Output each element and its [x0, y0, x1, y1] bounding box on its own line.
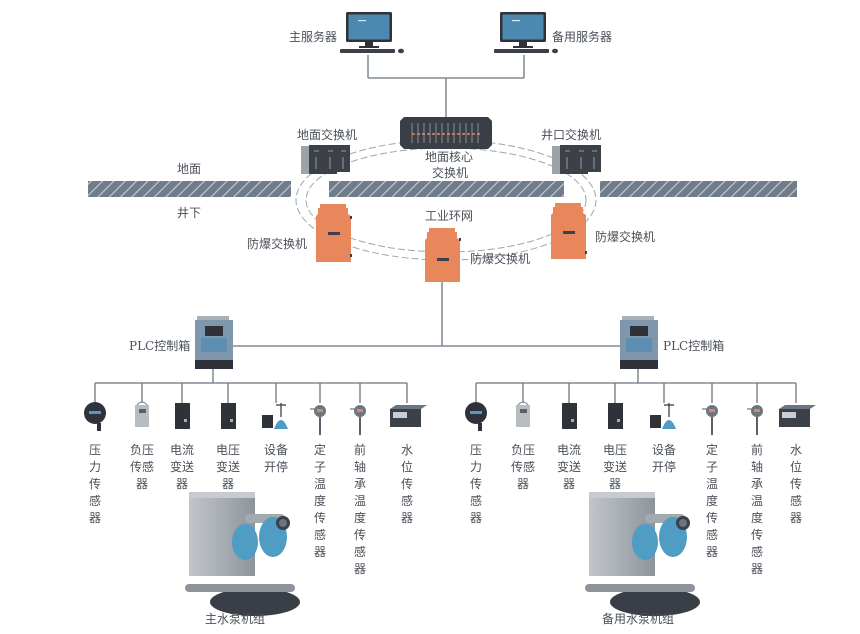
main-pump-unit-label: 主水泵机组 [205, 612, 266, 626]
equipment-on-off-sensor-icon[interactable] [262, 403, 288, 429]
plc-trunk-lines [232, 282, 626, 347]
main-server-icon[interactable] [340, 12, 404, 54]
device-label: 压力传感器 [469, 443, 482, 525]
device-label: 电压变送器 [602, 443, 627, 491]
backup-server-icon[interactable] [494, 12, 558, 54]
negative-pressure-sensor-icon[interactable] [135, 401, 149, 427]
device-label: 水位传感器 [789, 443, 802, 525]
equipment-on-off-sensor-icon[interactable] [650, 403, 676, 429]
device-label: 负压传感器 [510, 443, 535, 491]
water-level-sensor-icon[interactable] [390, 405, 427, 427]
plc-control-box-right-icon[interactable] [620, 316, 658, 369]
devices-main-unit [84, 401, 427, 435]
device-label: 设备开停 [263, 443, 288, 474]
explosion-proof-switch-left-label: 防爆交换机 [247, 237, 308, 251]
water-level-sensor-icon[interactable] [779, 405, 816, 427]
core-switch-label-line1: 地面核心 [425, 150, 474, 164]
devices-backup-unit [465, 401, 816, 435]
bearing-temperature-sensor-icon[interactable] [747, 405, 763, 435]
device-label: 水位传感器 [400, 443, 413, 525]
underground-label: 井下 [177, 206, 202, 220]
backup-pump-unit-label: 备用水泵机组 [602, 612, 675, 626]
negative-pressure-sensor-icon[interactable] [516, 401, 530, 427]
main-pump-unit-icon[interactable] [185, 492, 300, 616]
plc-box-right-label: PLC控制箱 [663, 339, 725, 353]
device-bus-main [94, 369, 408, 403]
current-transmitter-icon[interactable] [175, 403, 190, 429]
device-bus-backup [475, 369, 797, 403]
device-label: 设备开停 [651, 443, 676, 474]
device-label: 前轴承温度传感器 [353, 443, 366, 576]
current-transmitter-icon[interactable] [562, 403, 577, 429]
server-link-lines [367, 55, 525, 118]
device-label: 电流变送器 [169, 443, 194, 491]
device-label: 负压传感器 [129, 443, 154, 491]
backup-pump-unit-icon[interactable] [585, 492, 700, 616]
explosion-proof-switch-center-label: 防爆交换机 [470, 252, 531, 266]
main-server-label: 主服务器 [289, 30, 338, 44]
device-label: 前轴承温度传感器 [750, 443, 763, 576]
device-label: 压力传感器 [88, 443, 101, 525]
industrial-ring-label: 工业环网 [425, 209, 474, 223]
device-label: 定子温度传感器 [313, 443, 326, 559]
device-label: 电流变送器 [556, 443, 581, 491]
explosion-proof-switch-center-icon[interactable] [425, 228, 461, 282]
explosion-proof-switch-left-icon[interactable] [316, 204, 352, 262]
pressure-sensor-icon[interactable] [465, 402, 487, 431]
pressure-sensor-icon[interactable] [84, 402, 106, 431]
shaft-switch-label: 井口交换机 [541, 128, 602, 142]
voltage-transmitter-icon[interactable] [221, 403, 236, 429]
voltage-transmitter-icon[interactable] [608, 403, 623, 429]
explosion-proof-switch-right-label: 防爆交换机 [595, 230, 656, 244]
device-label: 定子温度传感器 [705, 443, 718, 559]
core-switch-icon[interactable] [400, 117, 492, 149]
stator-temperature-sensor-icon[interactable] [702, 405, 718, 435]
surface-switch-label: 地面交换机 [297, 128, 358, 142]
ground-label: 地面 [177, 162, 202, 176]
surface-switch-icon[interactable] [301, 145, 350, 174]
explosion-proof-switch-right-icon[interactable] [551, 203, 587, 259]
stator-temperature-sensor-icon[interactable] [310, 405, 326, 435]
core-switch-label-line2: 交换机 [432, 166, 469, 180]
plc-box-left-label: PLC控制箱 [129, 339, 191, 353]
ground-surface-divider [88, 181, 797, 197]
backup-server-label: 备用服务器 [552, 30, 613, 44]
shaft-switch-icon[interactable] [552, 145, 601, 174]
bearing-temperature-sensor-icon[interactable] [350, 405, 366, 435]
device-label: 电压变送器 [215, 443, 240, 491]
plc-control-box-left-icon[interactable] [195, 316, 233, 369]
